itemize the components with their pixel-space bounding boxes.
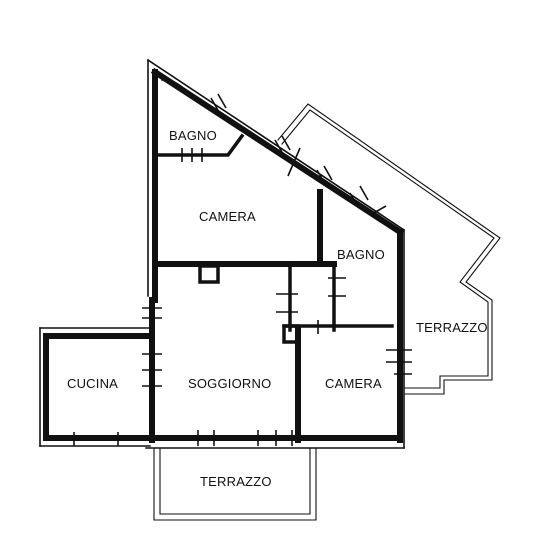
label-camera-right: CAMERA bbox=[325, 376, 382, 391]
label-cucina: CUCINA bbox=[67, 376, 118, 391]
exterior-wall-inner-lines bbox=[145, 58, 406, 449]
label-terrazzo-right: TERRAZZO bbox=[416, 320, 488, 335]
cucina-walls bbox=[39, 327, 153, 447]
exterior-walls bbox=[147, 67, 405, 443]
label-terrazzo-bottom: TERRAZZO bbox=[200, 474, 272, 489]
interior-walls bbox=[152, 79, 394, 443]
label-bagno-top: BAGNO bbox=[169, 128, 217, 143]
label-camera-top: CAMERA bbox=[199, 209, 256, 224]
terrazzo-right-outline bbox=[277, 103, 501, 395]
terrazzo-bottom-outline bbox=[153, 447, 317, 521]
label-soggiorno: SOGGIORNO bbox=[188, 376, 271, 391]
label-bagno-right: BAGNO bbox=[337, 247, 385, 262]
opening-marks bbox=[73, 93, 412, 446]
